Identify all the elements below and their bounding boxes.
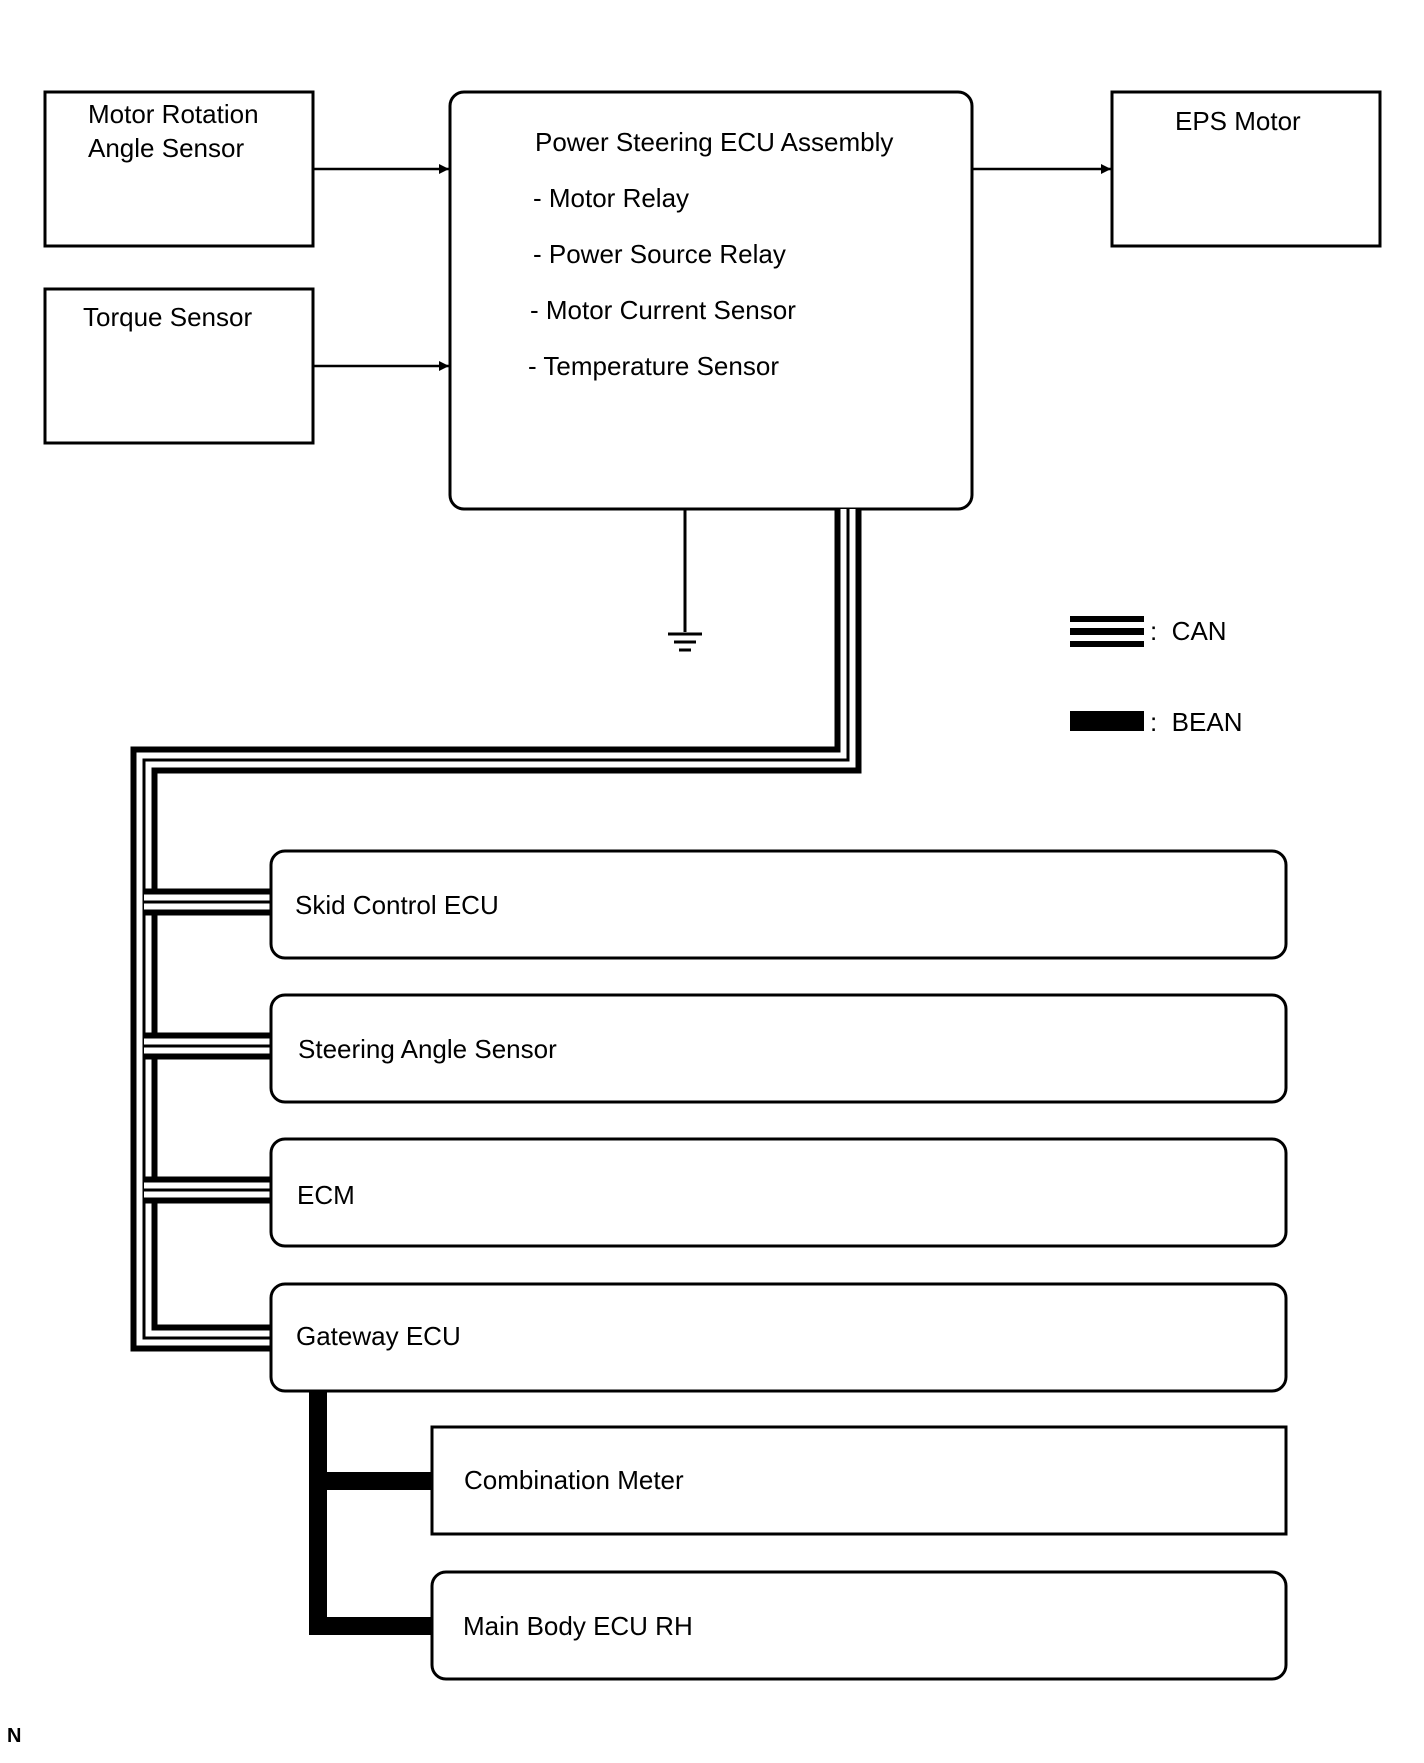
node-skid-control-ecu: Skid Control ECU bbox=[269, 849, 1288, 960]
torque-sensor-label: Torque Sensor bbox=[83, 302, 252, 332]
power-steering-ecu-title: Power Steering ECU Assembly bbox=[535, 127, 893, 157]
legend-bean-symbol bbox=[1070, 711, 1144, 731]
ecu-item-motor-current-sensor: - Motor Current Sensor bbox=[530, 295, 796, 325]
eps-motor-box: EPS Motor bbox=[1110, 90, 1382, 248]
legend-can-symbol bbox=[1070, 616, 1144, 647]
node-ecm-label: ECM bbox=[297, 1180, 355, 1210]
can-bus bbox=[130, 509, 862, 1352]
node-main-body-ecu-rh: Main Body ECU RH bbox=[430, 1570, 1288, 1681]
bean-bus bbox=[309, 1391, 432, 1635]
ground-icon bbox=[668, 509, 702, 652]
corner-mark: N bbox=[7, 1725, 21, 1747]
motor-rotation-angle-sensor-box: Motor Rotation Angle Sensor bbox=[43, 90, 315, 248]
node-gateway-ecu-label: Gateway ECU bbox=[296, 1321, 461, 1351]
node-gateway-ecu: Gateway ECU bbox=[269, 1282, 1288, 1393]
node-combination-meter: Combination Meter bbox=[430, 1425, 1288, 1536]
node-ecm: ECM bbox=[269, 1137, 1288, 1248]
ecu-item-temperature-sensor: - Temperature Sensor bbox=[528, 351, 779, 381]
ecu-item-power-source-relay: - Power Source Relay bbox=[533, 239, 786, 269]
node-steering-angle-sensor-label: Steering Angle Sensor bbox=[298, 1034, 557, 1064]
can-branches bbox=[144, 888, 271, 1204]
motor-rotation-angle-sensor-label-line2: Angle Sensor bbox=[88, 133, 244, 163]
power-steering-ecu-box: Power Steering ECU Assembly - Motor Rela… bbox=[448, 90, 974, 511]
motor-rotation-angle-sensor-label-line1: Motor Rotation bbox=[88, 99, 259, 129]
ecu-item-motor-relay: - Motor Relay bbox=[533, 183, 689, 213]
node-combination-meter-label: Combination Meter bbox=[464, 1465, 684, 1495]
node-main-body-ecu-rh-label: Main Body ECU RH bbox=[463, 1611, 693, 1641]
node-skid-control-ecu-label: Skid Control ECU bbox=[295, 890, 499, 920]
legend-bean-label: : BEAN bbox=[1150, 707, 1242, 737]
eps-motor-label: EPS Motor bbox=[1175, 106, 1301, 136]
legend: : CAN : BEAN bbox=[1070, 616, 1242, 737]
legend-can-label: : CAN bbox=[1150, 616, 1227, 646]
node-steering-angle-sensor: Steering Angle Sensor bbox=[269, 993, 1288, 1104]
torque-sensor-box: Torque Sensor bbox=[43, 287, 315, 445]
